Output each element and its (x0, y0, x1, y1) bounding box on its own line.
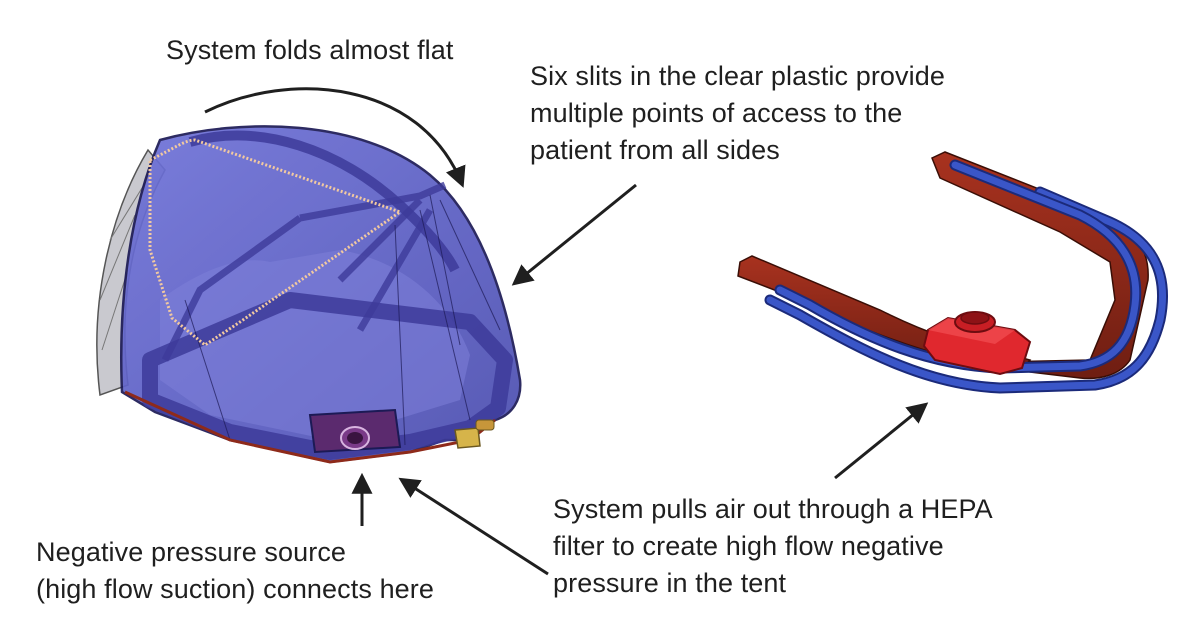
callout-hepa-line: filter to create high flow negative (553, 531, 944, 561)
callout-slits-line: Six slits in the clear plastic provide (530, 61, 945, 91)
tent-clip (454, 427, 481, 449)
callout-negative-pressure: Negative pressure source (high flow suct… (36, 534, 434, 608)
callout-pressure-line: Negative pressure source (36, 537, 347, 567)
callout-slits-line: patient from all sides (530, 135, 780, 165)
callout-folds: System folds almost flat (166, 32, 454, 69)
tent-arch (188, 130, 460, 273)
callout-slits: Six slits in the clear plastic provide m… (530, 58, 945, 169)
hepa-filter-connector (922, 311, 1032, 376)
hepa-arrow (834, 402, 929, 480)
callout-folds-line: System folds almost flat (166, 35, 454, 65)
callout-slits-line: multiple points of access to the (530, 98, 903, 128)
pressure-arrow-diagonal (398, 477, 549, 576)
callout-hepa-line: pressure in the tent (553, 568, 787, 598)
suction-port (308, 408, 402, 454)
fold-arrow (204, 87, 466, 188)
callout-hepa-line: System pulls air out through a HEPA (553, 494, 993, 524)
folded-frame-drawing (737, 151, 1169, 394)
callout-pressure-line: (high flow suction) connects here (36, 574, 435, 604)
tent-hinge-line (148, 138, 404, 347)
callout-hepa: System pulls air out through a HEPA filt… (553, 491, 993, 602)
tent-drawing (96, 125, 522, 464)
slits-arrow (511, 183, 637, 286)
